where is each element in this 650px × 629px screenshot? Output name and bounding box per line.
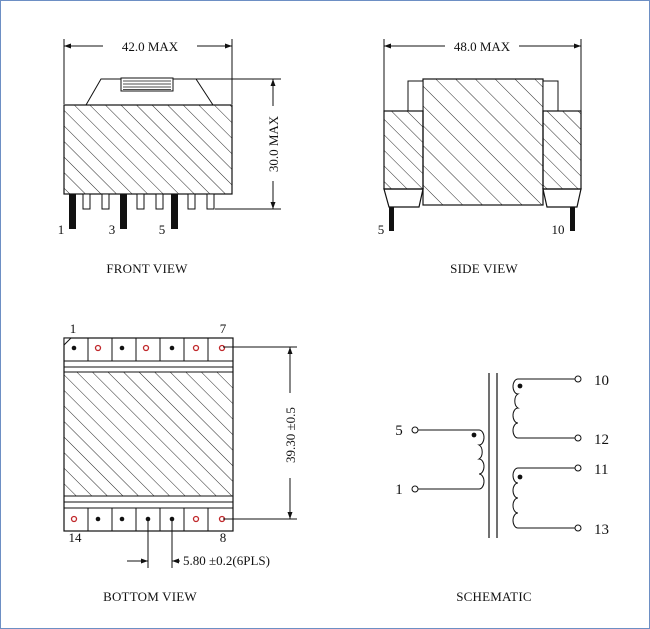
bottom-corner-label-14: 14 — [69, 530, 83, 545]
secondary-label-13: 13 — [594, 522, 609, 538]
side-core — [422, 78, 544, 206]
secondary-label-10: 10 — [594, 373, 609, 389]
side-width-dimension: 48.0 MAX — [383, 39, 582, 111]
side-pin-label-10: 10 — [552, 222, 565, 237]
front-height-dimension: 30.0 MAX — [179, 78, 281, 210]
bottom-pitch-label: 5.80 ±0.2(6PLS) — [183, 553, 270, 568]
side-view-caption: SIDE VIEW — [450, 261, 518, 276]
primary-label-1: 1 — [395, 482, 403, 498]
front-pin-label-3: 3 — [109, 222, 116, 237]
front-pin-label-1: 1 — [58, 222, 65, 237]
bottom-corner-label-7: 7 — [220, 321, 227, 336]
bottom-core — [63, 371, 234, 497]
schematic-primary-winding: 5 1 — [395, 423, 485, 498]
front-width-dimension: 42.0 MAX — [63, 39, 233, 104]
side-pin-10 — [570, 207, 575, 231]
schematic-secondary-lower: 11 13 — [512, 462, 609, 538]
bottom-corner-label-8: 8 — [220, 530, 227, 545]
front-pin-label-5: 5 — [159, 222, 166, 237]
primary-polarity-dot — [471, 432, 477, 438]
secondary-label-11: 11 — [594, 462, 608, 478]
schematic-secondary-upper: 10 12 — [512, 373, 609, 448]
side-bobbin-left — [383, 110, 424, 190]
front-pins — [69, 193, 215, 229]
side-view: 48.0 MAX 5 10 SIDE VIEW — [378, 39, 582, 276]
side-bobbin-right — [542, 110, 582, 190]
bottom-view: 1 7 — [63, 321, 298, 604]
front-view-caption: FRONT VIEW — [106, 261, 188, 276]
primary-label-5: 5 — [395, 423, 403, 439]
schematic: 5 1 10 12 11 13 SCHEMATIC — [395, 373, 609, 604]
bottom-bottom-pin-strip — [64, 495, 233, 531]
bottom-height-label: 39.30 ±0.5 — [283, 407, 298, 463]
side-pin-5 — [389, 207, 394, 231]
secondary-upper-polarity-dot — [517, 383, 523, 389]
front-height-label: 30.0 MAX — [266, 115, 281, 172]
front-body — [63, 104, 233, 195]
front-view: 42.0 MAX 30.0 MAX — [58, 39, 281, 276]
bottom-top-pin-strip — [63, 337, 233, 373]
side-pin-label-5: 5 — [378, 222, 385, 237]
secondary-label-12: 12 — [594, 432, 609, 448]
front-winding-window — [120, 77, 174, 92]
front-width-label: 42.0 MAX — [122, 39, 179, 54]
bottom-pitch-dimension: 5.80 ±0.2(6PLS) — [127, 519, 270, 568]
bottom-height-dimension: 39.30 ±0.5 — [223, 346, 298, 520]
bottom-view-caption: BOTTOM VIEW — [103, 589, 197, 604]
bottom-corner-label-1: 1 — [70, 321, 77, 336]
side-width-label: 48.0 MAX — [454, 39, 511, 54]
secondary-lower-polarity-dot — [517, 474, 523, 480]
schematic-caption: SCHEMATIC — [456, 589, 531, 604]
